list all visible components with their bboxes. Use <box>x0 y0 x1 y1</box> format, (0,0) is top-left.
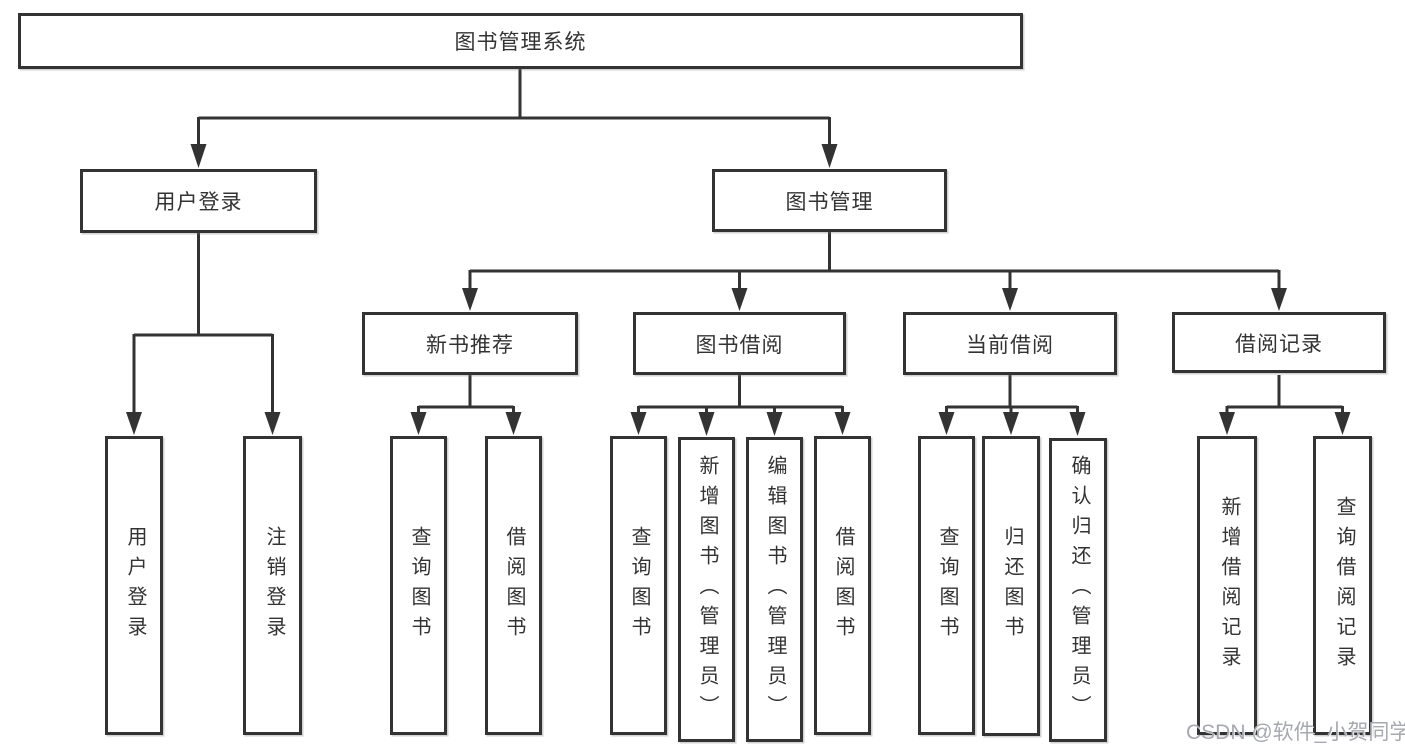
node-user-login: 用户登录 <box>80 169 317 233</box>
leaf-return-book: 归还图书 <box>982 436 1040 736</box>
leaf-query-borrow-record: 查询借阅记录 <box>1313 436 1372 735</box>
arrowhead-icons <box>126 144 1351 436</box>
csdn-watermark: CSDN @软件_小贺同学 <box>1186 721 1405 744</box>
leaf-user-login: 用户登录 <box>105 436 163 735</box>
leaf-borrow-books-borrowing: 借阅图书 <box>814 436 871 735</box>
node-book-management: 图书管理 <box>712 169 947 232</box>
leaf-add-book-admin: 新增图书（管理员） <box>678 437 735 742</box>
leaf-borrow-books-recommend: 借阅图书 <box>485 436 542 735</box>
node-root-library-system: 图书管理系统 <box>18 13 1023 69</box>
node-current-borrowing: 当前借阅 <box>903 312 1117 375</box>
leaf-add-borrow-record: 新增借阅记录 <box>1197 436 1257 735</box>
leaf-confirm-return-admin: 确认归还（管理员） <box>1049 438 1107 742</box>
node-borrowing-records: 借阅记录 <box>1172 312 1386 373</box>
leaf-query-books-current: 查询图书 <box>918 436 975 735</box>
leaf-logout: 注销登录 <box>243 436 302 735</box>
node-book-borrowing: 图书借阅 <box>633 312 846 375</box>
leaf-query-books-borrowing: 查询图书 <box>610 436 667 735</box>
node-new-book-recommendation: 新书推荐 <box>362 312 578 375</box>
leaf-edit-book-admin: 编辑图书（管理员） <box>746 437 803 742</box>
leaf-query-books-recommend: 查询图书 <box>390 436 447 735</box>
